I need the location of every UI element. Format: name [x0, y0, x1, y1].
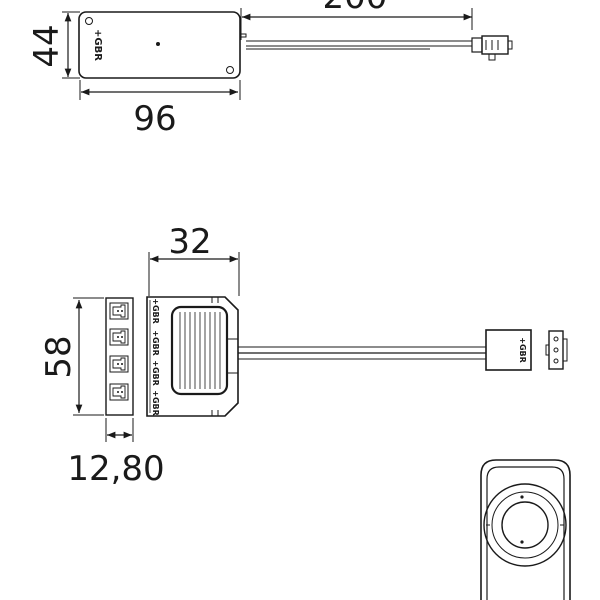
dimension-cable-length-label: 200 [323, 0, 388, 17]
distributor-plug-end-view [545, 330, 568, 370]
dimension-controller-height: 44 [27, 11, 80, 79]
dimension-distributor-height-label: 58 [39, 335, 79, 378]
distributor-cable [238, 346, 486, 360]
distributor-port-label-4: +GBR [151, 390, 160, 416]
distributor-port-label-1: +GBR [151, 298, 160, 324]
dimension-controller-width: 96 [79, 80, 241, 139]
dimension-cable-length: 200 [240, 0, 473, 40]
controller-drawing: 200 +GBR [27, 0, 513, 139]
remote-control-drawing [480, 459, 571, 600]
distributor-port-label-2: +GBR [151, 330, 160, 356]
dimension-distributor-height: 58 [39, 297, 104, 416]
dimension-distributor-depth-label: 12,80 [67, 449, 164, 489]
side-port-2 [109, 328, 129, 346]
side-port-3 [109, 355, 129, 373]
dimension-controller-width-label: 96 [133, 99, 176, 139]
distributor-end-label: +GBR [518, 337, 527, 363]
controller-cable [240, 33, 472, 50]
distributor-housing: +GBR +GBR +GBR +GBR [146, 296, 239, 417]
distributor-port-label-3: +GBR [151, 360, 160, 386]
distributor-end-connector: +GBR [485, 329, 532, 371]
dimension-distributor-width-label: 32 [168, 222, 211, 262]
distributor-side-view [105, 297, 134, 416]
distributor-drawing: 32 58 [39, 222, 568, 489]
dimension-controller-height-label: 44 [27, 24, 67, 67]
dimension-distributor-width: 32 [148, 222, 240, 296]
controller-housing: +GBR [78, 11, 241, 79]
controller-connector-plug [471, 35, 513, 61]
side-port-4 [109, 383, 129, 401]
dimension-distributor-depth: 12,80 [67, 418, 165, 489]
controller-body-label: +GBR [92, 29, 103, 61]
side-port-1 [109, 302, 129, 320]
